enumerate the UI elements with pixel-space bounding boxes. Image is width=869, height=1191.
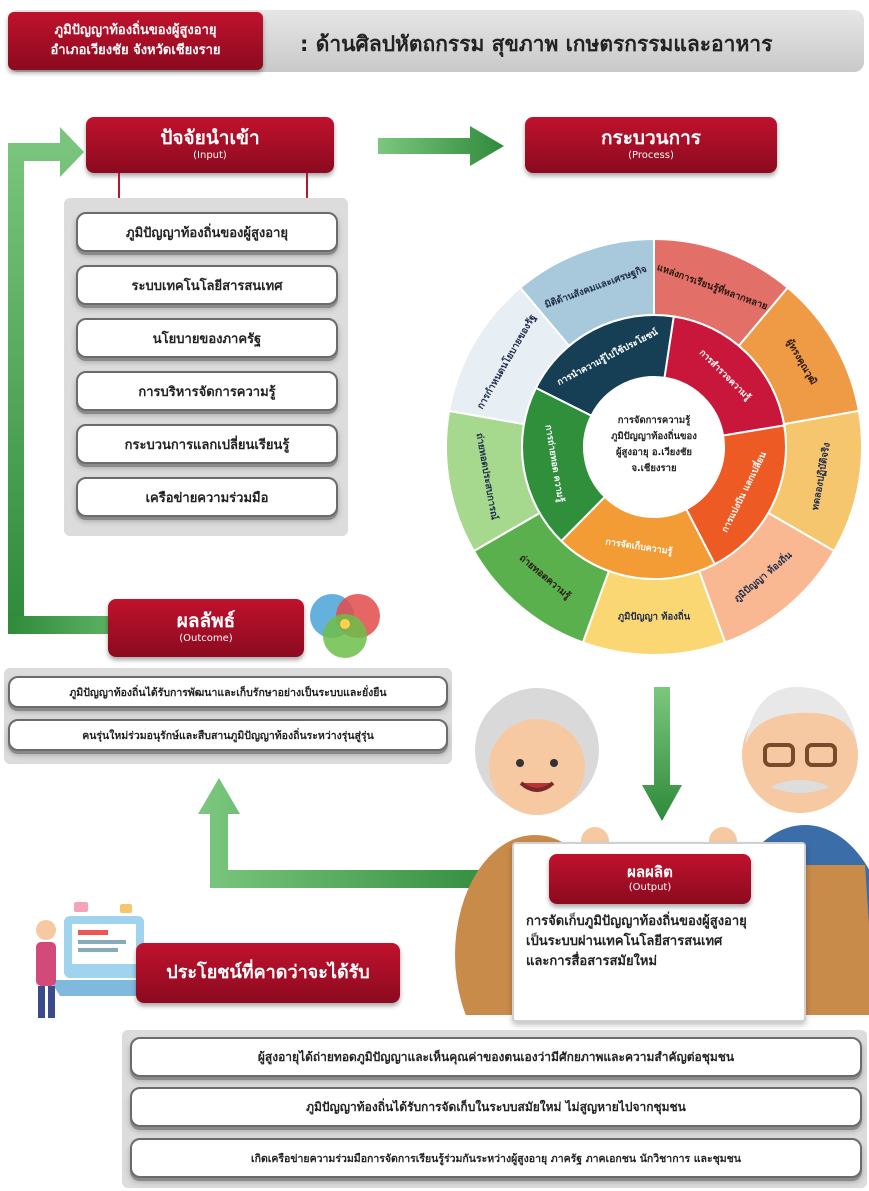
input-connector <box>118 173 308 203</box>
output-subtitle: (Output) <box>628 882 672 893</box>
output-title: ผลผลิต <box>627 863 673 881</box>
benefit-item: ผู้สูงอายุได้ถ่ายทอดภูมิปัญญาและเห็นคุณค… <box>130 1037 862 1077</box>
benefit-item: เกิดเครือข่ายความร่วมมือการจัดการเรียนรู… <box>130 1138 862 1178</box>
outcome-item: คนรุ่นใหม่ร่วมอนุรักษ์และสืบสานภูมิปัญญา… <box>8 719 448 751</box>
input-item: ระบบเทคโนโลยีสารสนเทศ <box>76 265 338 305</box>
outcome-venn-icon <box>310 594 380 658</box>
input-title: ปัจจัยนำเข้า <box>160 127 260 149</box>
wheel-center-label: ผู้สูงอายุ อ.เวียงชัย <box>616 446 692 459</box>
process-title: กระบวนการ <box>600 127 701 149</box>
outcome-subtitle: (Outcome) <box>179 633 233 644</box>
arrow-input-to-process <box>378 126 504 166</box>
input-subtitle: (Input) <box>193 150 227 161</box>
process-wheel: แหล่งการเรียนรู้ที่หลากหลายผู้ทรงคุณวุฒิ… <box>445 237 863 656</box>
benefit-item: ภูมิปัญญาท้องถิ่นได้รับการจัดเก็บในระบบส… <box>130 1087 862 1127</box>
outcome-header: ผลลัพธ์ (Outcome) <box>108 599 304 657</box>
output-line: เป็นระบบผ่านเทคโนโลยีสารสนเทศ <box>526 934 723 949</box>
input-item: การบริหารจัดการความรู้ <box>76 371 338 411</box>
header-topic: : ด้านศิลปหัตถกรรม สุขภาพ เกษตรกรรมและอา… <box>300 32 773 56</box>
output-line: การจัดเก็บภูมิปัญญาท้องถิ่นของผู้สูงอายุ <box>526 914 747 929</box>
arrow-process-to-output <box>642 687 682 821</box>
outcome-item: ภูมิปัญญาท้องถิ่นได้รับการพัฒนาและเก็บรั… <box>8 676 448 708</box>
person-laptop-illustration <box>36 902 152 1018</box>
benefits-title: ประโยชน์ที่คาดว่าจะได้รับ <box>166 962 370 983</box>
feedback-arrow-left <box>8 127 84 630</box>
wheel-center-label: ภูมิปัญญาท้องถิ่นของ <box>611 428 697 443</box>
process-header: กระบวนการ (Process) <box>525 117 777 173</box>
input-item: กระบวนการแลกเปลี่ยนเรียนรู้ <box>76 424 338 464</box>
input-item: นโยบายของภาครัฐ <box>76 318 338 358</box>
output-description: การจัดเก็บภูมิปัญญาท้องถิ่นของผู้สูงอายุ… <box>526 912 804 972</box>
output-header: ผลผลิต (Output) <box>549 854 751 904</box>
wheel-center <box>584 377 724 517</box>
input-item: ภูมิปัญญาท้องถิ่นของผู้สูงอายุ <box>76 212 338 252</box>
wheel-center-label: การจัดการความรู้ <box>618 414 691 427</box>
output-line: และการสื่อสารสมัยใหม่ <box>526 954 658 969</box>
benefits-header: ประโยชน์ที่คาดว่าจะได้รับ <box>136 943 400 1003</box>
input-item: เครือข่ายความร่วมมือ <box>76 477 338 517</box>
wheel-center-label: จ.เชียงราย <box>631 462 676 474</box>
wheel-outer-label: ภูมิปัญญา ท้องถิ่น <box>618 609 691 624</box>
process-subtitle: (Process) <box>628 150 674 161</box>
input-header: ปัจจัยนำเข้า (Input) <box>86 117 334 173</box>
header-badge-line2: อำเภอเวียงชัย จังหวัดเชียงราย <box>50 43 221 58</box>
outcome-title: ผลลัพธ์ <box>176 610 236 632</box>
header-badge-line1: ภูมิปัญญาท้องถิ่นของผู้สูงอายุ <box>54 23 217 38</box>
header-badge: ภูมิปัญญาท้องถิ่นของผู้สูงอายุ อำเภอเวีย… <box>8 12 263 70</box>
